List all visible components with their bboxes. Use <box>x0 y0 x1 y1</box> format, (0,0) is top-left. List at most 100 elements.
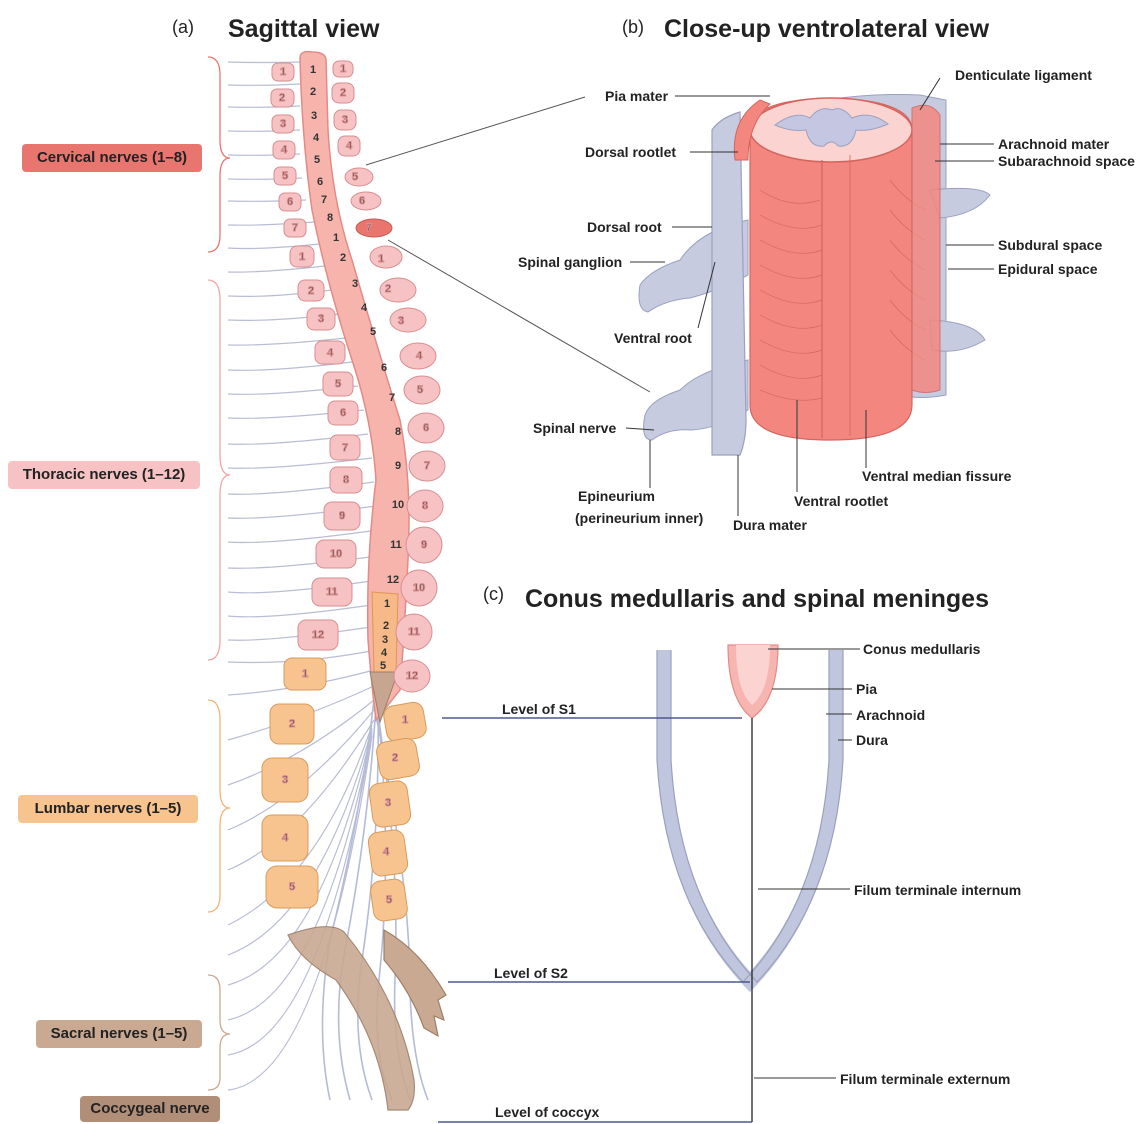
spine-t2: 2 <box>385 283 391 295</box>
spine-t11: 11 <box>408 626 420 638</box>
spine-t10: 10 <box>413 582 425 594</box>
group-label-cervical: Cervical nerves (1–8) <box>22 144 202 172</box>
cord-l3: 3 <box>382 634 388 646</box>
vert-c4: 4 <box>281 144 288 156</box>
vert-t8: 8 <box>343 474 349 486</box>
vert-l3: 3 <box>282 774 288 786</box>
panel-c: (c) Conus medullaris and spinal meninges… <box>438 584 1021 1122</box>
cord-t6: 6 <box>381 362 387 374</box>
spine-t12: 12 <box>406 670 418 682</box>
cord-c5: 5 <box>314 154 320 166</box>
conus-medullaris-label: Conus medullaris <box>863 641 981 657</box>
panel-b-title: Close-up ventrolateral view <box>664 15 990 43</box>
spine-l1: 1 <box>402 714 408 726</box>
thoracic-label: Thoracic nerves (1–12) <box>23 466 186 483</box>
panel-b-letter: (b) <box>622 17 644 37</box>
vert-t6: 6 <box>340 407 346 419</box>
dura-front <box>712 112 746 455</box>
pia-mater-label: Pia mater <box>605 88 669 104</box>
filum-internum-label: Filum terminale internum <box>854 882 1021 898</box>
cord-l5: 5 <box>380 660 386 672</box>
vert-t12: 12 <box>312 629 324 641</box>
vert-c1: 1 <box>280 66 286 78</box>
spine-t5: 5 <box>417 384 423 396</box>
cord-l4: 4 <box>381 647 388 659</box>
cord-t11: 11 <box>390 539 402 551</box>
vert-l2: 2 <box>289 718 295 730</box>
group-label-coccygeal: Coccygeal nerve <box>80 1096 220 1122</box>
spine-c5: 5 <box>352 171 358 183</box>
cord-c3: 3 <box>311 110 317 122</box>
perineurium-label: (perineurium inner) <box>575 510 703 526</box>
level-s1-label: Level of S1 <box>502 701 576 717</box>
group-braces <box>208 57 230 1090</box>
coccygeal-label: Coccygeal nerve <box>90 1100 209 1117</box>
ventral-root-label: Ventral root <box>614 330 692 346</box>
cord-c7: 7 <box>321 194 327 206</box>
panel-b: (b) Close-up ventrolateral view <box>518 15 1135 533</box>
vert-c7: 7 <box>292 222 298 234</box>
lumbar-label: Lumbar nerves (1–5) <box>35 800 182 817</box>
panel-c-letter: (c) <box>483 584 504 604</box>
level-coccyx-label: Level of coccyx <box>495 1104 599 1120</box>
spinal-ganglion-label: Spinal ganglion <box>518 254 622 270</box>
panel-c-leaders <box>754 649 860 1078</box>
panel-a: (a) Sagittal view <box>8 15 650 1122</box>
spine-c2: 2 <box>340 87 346 99</box>
ventral-rootlet-label: Ventral rootlet <box>794 493 888 509</box>
cord-c4: 4 <box>313 132 320 144</box>
dura-mater-label: Dura mater <box>733 517 807 533</box>
cord-t8: 8 <box>395 426 401 438</box>
spine-c4: 4 <box>346 140 353 152</box>
cord-t10: 10 <box>392 499 404 511</box>
zoom-line-top <box>366 97 585 165</box>
vert-t9: 9 <box>339 510 345 522</box>
spine-t3: 3 <box>398 315 404 327</box>
subarachnoid-space-label: Subarachnoid space <box>998 153 1135 169</box>
ventral-median-fissure-label: Ventral median fissure <box>862 468 1012 484</box>
vert-t5: 5 <box>335 378 341 390</box>
cord-t4: 4 <box>361 302 368 314</box>
subdural-space-label: Subdural space <box>998 237 1102 253</box>
epineurium-label: Epineurium <box>578 488 655 504</box>
arachnoid-label: Arachnoid <box>856 707 925 723</box>
vert-t3: 3 <box>318 313 324 325</box>
panel-c-title: Conus medullaris and spinal meninges <box>525 585 989 613</box>
cord-t9: 9 <box>395 460 401 472</box>
vert-t7: 7 <box>342 442 348 454</box>
vert-c5: 5 <box>282 170 288 182</box>
vert-t10: 10 <box>330 548 342 560</box>
cord-t5: 5 <box>370 326 376 338</box>
sacral-label: Sacral nerves (1–5) <box>51 1025 188 1042</box>
spine-t1: 1 <box>378 253 384 265</box>
cord-l1: 1 <box>384 598 390 610</box>
cord-c2: 2 <box>310 86 316 98</box>
spine-c6: 6 <box>359 195 365 207</box>
spine-l3: 3 <box>385 797 391 809</box>
cord-c1: 1 <box>310 64 316 76</box>
spine-c1: 1 <box>340 63 346 75</box>
spine-l2: 2 <box>392 752 398 764</box>
group-label-lumbar: Lumbar nerves (1–5) <box>18 795 198 823</box>
vert-c6: 6 <box>287 196 293 208</box>
cord-c6: 6 <box>317 176 323 188</box>
vert-c2: 2 <box>279 92 285 104</box>
panel-a-title: Sagittal view <box>228 15 380 43</box>
dorsal-root-label: Dorsal root <box>587 219 662 235</box>
spinal-nerve-label: Spinal nerve <box>533 420 616 436</box>
vert-t1: 1 <box>299 251 305 263</box>
vert-l5: 5 <box>289 881 295 893</box>
cord-t7: 7 <box>389 392 395 404</box>
spine-c7: 7 <box>366 222 372 234</box>
group-label-sacral: Sacral nerves (1–5) <box>36 1020 202 1048</box>
cord-l2: 2 <box>383 620 389 632</box>
denticulate-ligament-label: Denticulate ligament <box>955 67 1092 83</box>
vert-t11: 11 <box>326 586 338 598</box>
epidural-space-label: Epidural space <box>998 261 1098 277</box>
arachnoid-mater-label: Arachnoid mater <box>998 136 1110 152</box>
level-s2-label: Level of S2 <box>494 965 568 981</box>
vert-l1: 1 <box>302 668 308 680</box>
cord-c8: 8 <box>327 212 333 224</box>
spine-l5: 5 <box>386 894 392 906</box>
spine-l4: 4 <box>383 846 390 858</box>
